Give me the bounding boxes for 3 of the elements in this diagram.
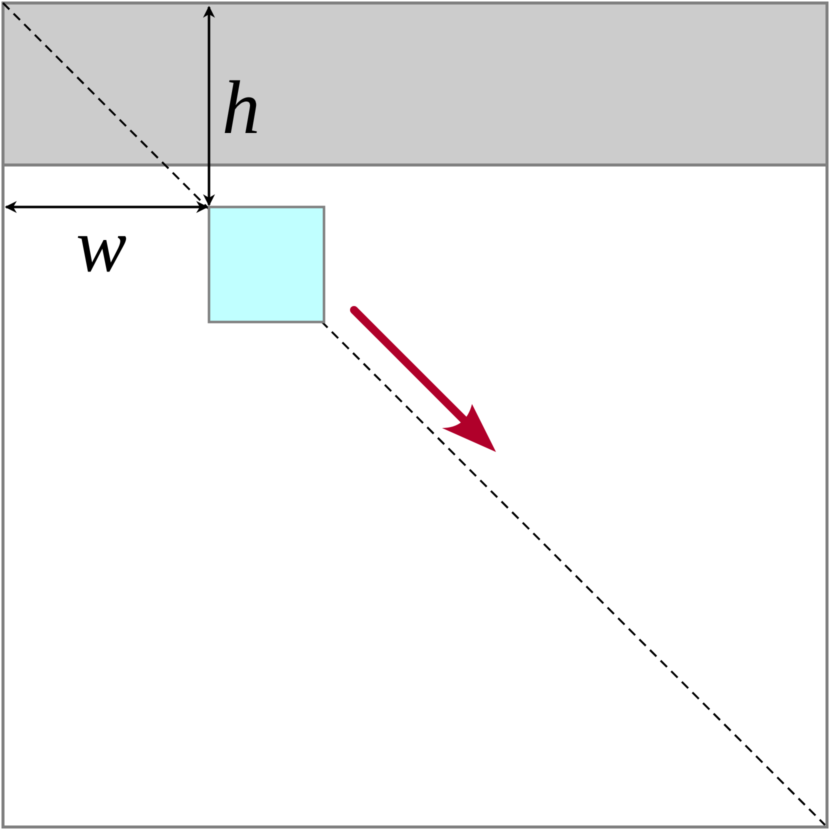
square-block: [208, 206, 326, 324]
width-label: w: [76, 208, 127, 284]
height-label: h: [222, 70, 260, 146]
